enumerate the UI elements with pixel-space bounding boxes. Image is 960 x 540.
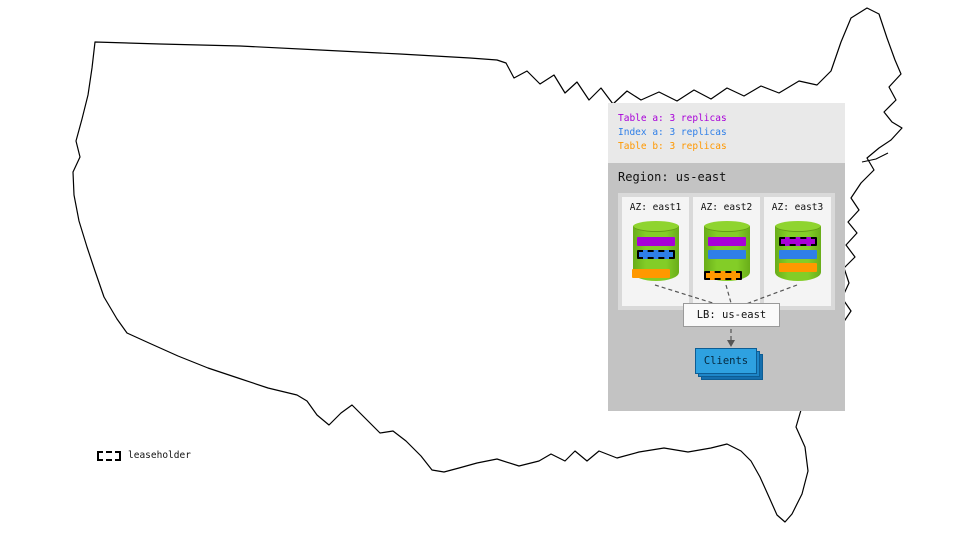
region-title: Region: us-east: [618, 170, 727, 184]
leaseholder-key: leaseholder: [97, 450, 191, 461]
replica-bar-table-b: [778, 263, 817, 272]
replica-bar-index-a: [778, 250, 817, 259]
az-row: AZ: east1 AZ: east2 AZ: east3: [618, 193, 835, 310]
leaseholder-key-label: leaseholder: [128, 450, 191, 461]
long-island-outline: [861, 152, 889, 163]
cylinder-top: [632, 221, 679, 232]
node-cylinder: [774, 221, 821, 281]
clients-stack: Clients: [695, 348, 763, 380]
cylinder-top: [774, 221, 821, 232]
az-label: AZ: east1: [629, 202, 682, 213]
leaseholder-swatch-icon: [97, 450, 121, 461]
legend-item: Table a: 3 replicas: [618, 113, 727, 124]
replica-bar-table-a-leaseholder: [778, 237, 817, 246]
load-balancer-box: LB: us-east: [683, 303, 780, 327]
replica-bar-table-a: [707, 237, 746, 246]
replica-bar-table-b-leaseholder: [703, 271, 742, 280]
load-balancer-label: LB: us-east: [696, 309, 767, 321]
legend-item: Table b: 3 replicas: [618, 141, 727, 152]
clients-box: Clients: [695, 348, 757, 374]
az-box-east2: AZ: east2: [693, 197, 760, 306]
node-cylinder: [703, 221, 750, 281]
replica-bar-table-a: [636, 237, 675, 246]
az-label: AZ: east3: [771, 202, 824, 213]
cylinder-top: [703, 221, 750, 232]
arrow-down-icon: [727, 340, 735, 347]
az-label: AZ: east2: [700, 202, 753, 213]
replica-bar-table-b: [631, 269, 670, 278]
replica-bar-index-a: [707, 250, 746, 259]
replica-bar-index-a-leaseholder: [636, 250, 675, 259]
clients-label: Clients: [703, 355, 749, 367]
legend-item: Index a: 3 replicas: [618, 127, 727, 138]
az-box-east1: AZ: east1: [622, 197, 689, 306]
node-cylinder: [631, 221, 679, 281]
az-box-east3: AZ: east3: [764, 197, 831, 306]
